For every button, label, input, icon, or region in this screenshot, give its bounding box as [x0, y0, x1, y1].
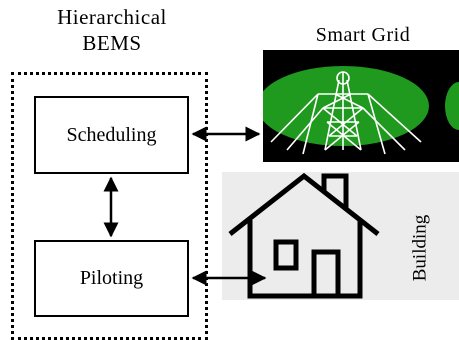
transmission-tower-icon: [270, 71, 422, 155]
piloting-block: Piloting: [34, 240, 189, 317]
piloting-label: Piloting: [79, 267, 144, 289]
house-icon: [228, 172, 380, 299]
scheduling-block: Scheduling: [34, 96, 189, 174]
title-line-2: BEMS: [82, 31, 142, 55]
hierarchical-bems-title: Hierarchical BEMS: [22, 4, 202, 56]
title-line-1: Hierarchical: [57, 5, 167, 29]
smart-grid-image: [263, 50, 459, 162]
smart-grid-label: Smart Grid: [315, 24, 411, 46]
scheduling-label: Scheduling: [66, 123, 157, 146]
